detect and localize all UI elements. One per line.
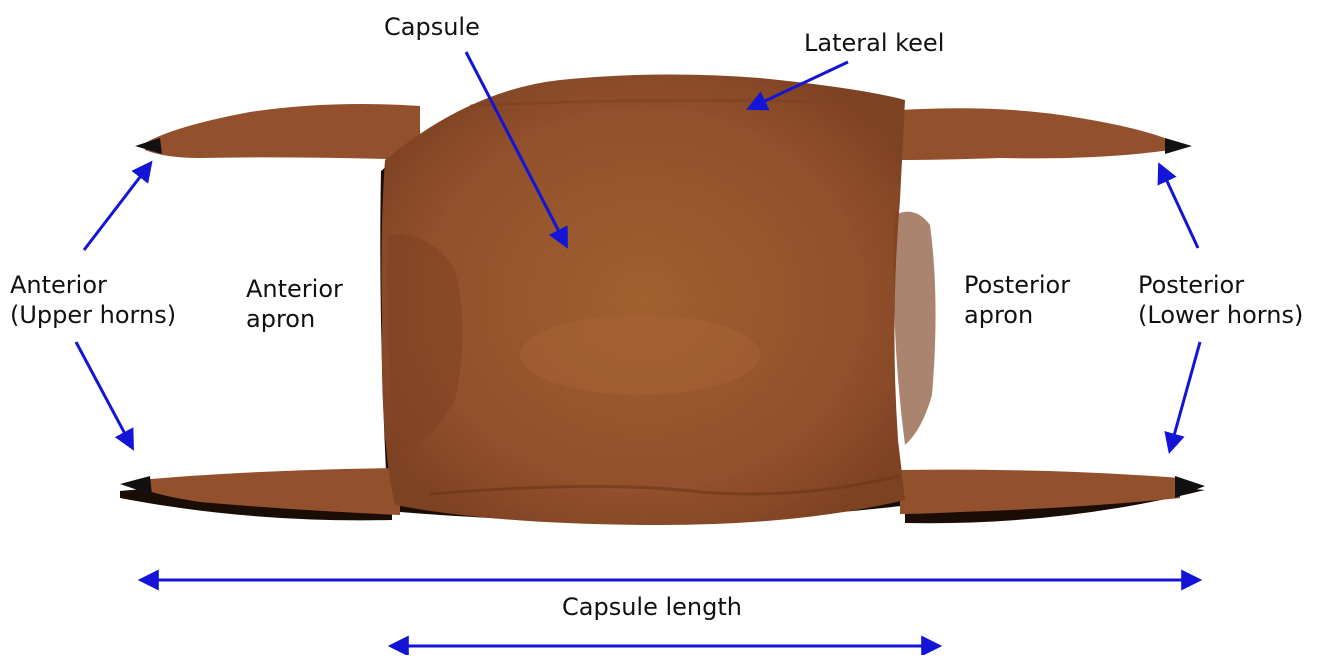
capsule-length-label: Capsule length [562,592,742,622]
posterior-apron-label-line2: apron [964,300,1070,330]
posterior-lower-horn-tip [1175,476,1205,498]
posterior-apron-label: Posterior apron [964,270,1070,330]
posterior-horns-label-line2: (Lower horns) [1138,300,1303,330]
capsule-highlight [520,315,760,395]
posterior-apron-label-line1: Posterior [964,270,1070,300]
anterior-apron-label-line2: apron [246,304,343,334]
anterior-lower-horn-arrow [76,342,132,447]
anterior-apron-label-line1: Anterior [246,274,343,304]
posterior-upper-horn [900,108,1170,160]
anterior-upper-horn-tip [135,138,162,154]
anterior-apron-label: Anterior apron [246,274,343,334]
anterior-horns-label: Anterior (Upper horns) [10,270,176,330]
anterior-horns-label-line2: (Upper horns) [10,300,176,330]
posterior-lower-horn [900,470,1180,514]
posterior-upper-horn-arrow [1160,166,1198,248]
capsule-label: Capsule [384,12,480,42]
anterior-upper-horn-arrow [84,164,150,250]
posterior-lower-horn-arrow [1170,342,1200,450]
anterior-upper-horn [145,104,420,160]
anterior-horns-label-line1: Anterior [10,270,176,300]
lateral-keel-label: Lateral keel [804,28,944,58]
posterior-horns-label-line1: Posterior [1138,270,1303,300]
posterior-apron-fold [894,212,936,445]
posterior-upper-horn-tip [1165,138,1192,154]
posterior-horns-label: Posterior (Lower horns) [1138,270,1303,330]
